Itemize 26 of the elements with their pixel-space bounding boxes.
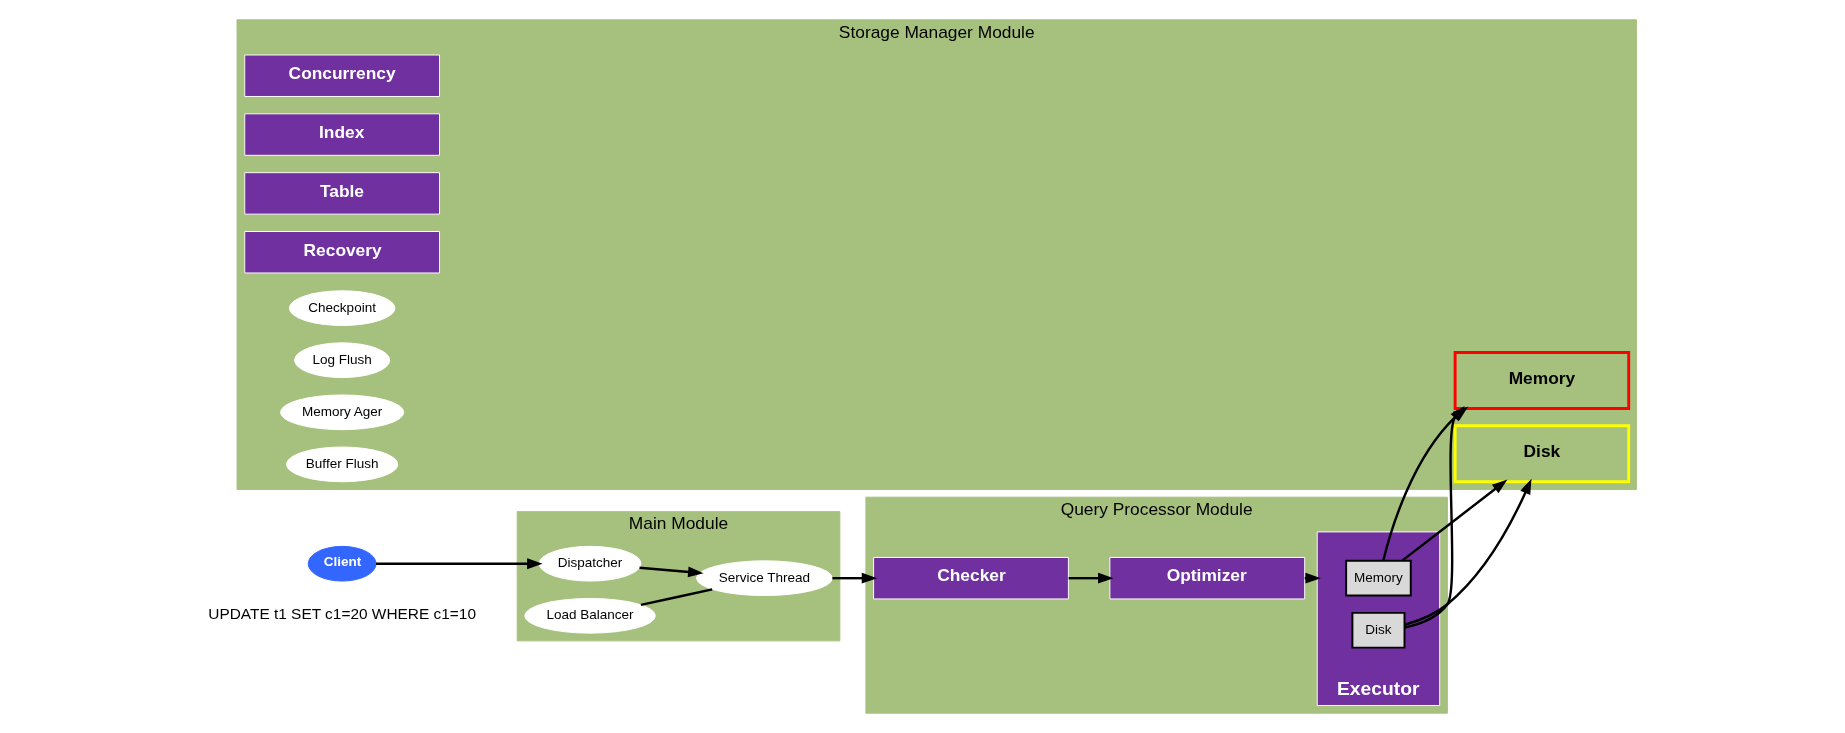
arrow [832,572,878,584]
node-box: Recovery [244,231,441,274]
node-ellipse: Log Flush [294,342,391,379]
node-ellipse: Service Thread [696,560,833,596]
node-ellipse: Memory Ager [280,394,405,431]
node-ellipse: Load Balancer [524,597,656,634]
arrow [376,558,543,570]
node-ellipse: Buffer Flush [286,446,399,483]
node-box: Disk [1453,424,1631,484]
arrow [1404,478,1532,626]
node-ellipse: Checkpoint [288,290,396,326]
node-box: Index [244,113,441,156]
node-box: Table [244,172,441,215]
arrow [639,566,704,578]
node-box: Checker [873,556,1069,600]
node-ellipse: Client [307,545,377,582]
arrow [1401,479,1508,562]
node-box: Memory [1453,351,1631,410]
node-label: UPDATE t1 SET c1=20 WHERE c1=10 [208,605,476,623]
node-box: Memory [1345,559,1412,597]
node-box: Concurrency [244,54,441,97]
node-box: Disk [1351,611,1406,649]
node-ellipse: Dispatcher [538,545,642,582]
arrow [1404,405,1465,629]
connector [640,588,713,607]
arrow [1068,572,1114,584]
